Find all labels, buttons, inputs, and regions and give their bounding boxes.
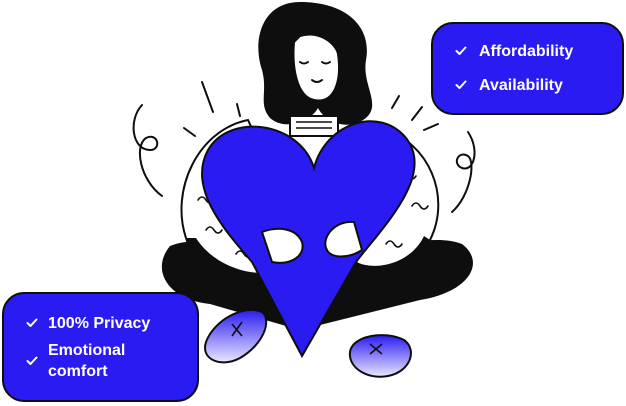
benefit-item-affordability: Affordability	[455, 41, 612, 62]
benefit-label: Availability	[479, 77, 563, 94]
shirt-stripes	[296, 121, 332, 129]
shoe-laces	[231, 321, 383, 355]
motion-lines	[132, 81, 476, 213]
face	[292, 33, 340, 102]
face-features	[299, 61, 331, 83]
benefit-label: Affordability	[479, 43, 574, 60]
left-hand	[260, 227, 304, 264]
right-hand	[324, 220, 364, 258]
heart	[201, 120, 416, 359]
benefits-list-bottom: 100% Privacy Emotional comfort	[26, 313, 187, 382]
check-icon	[455, 46, 467, 56]
right-shoe	[348, 334, 412, 378]
benefit-item-privacy: 100% Privacy	[26, 313, 168, 334]
benefits-list-top: Affordability Availability	[455, 41, 612, 96]
left-shoe	[204, 309, 268, 364]
benefit-item-emotional-comfort: Emotional comfort	[26, 340, 168, 382]
benefits-bubble-top: Affordability Availability	[431, 22, 624, 115]
check-icon	[26, 318, 38, 328]
check-icon	[26, 356, 38, 366]
benefit-label: 100% Privacy	[48, 315, 151, 332]
check-icon	[455, 80, 467, 90]
benefits-bubble-bottom: 100% Privacy Emotional comfort	[2, 292, 199, 402]
benefit-item-availability: Availability	[455, 75, 612, 96]
benefit-label: Emotional comfort	[48, 342, 126, 380]
